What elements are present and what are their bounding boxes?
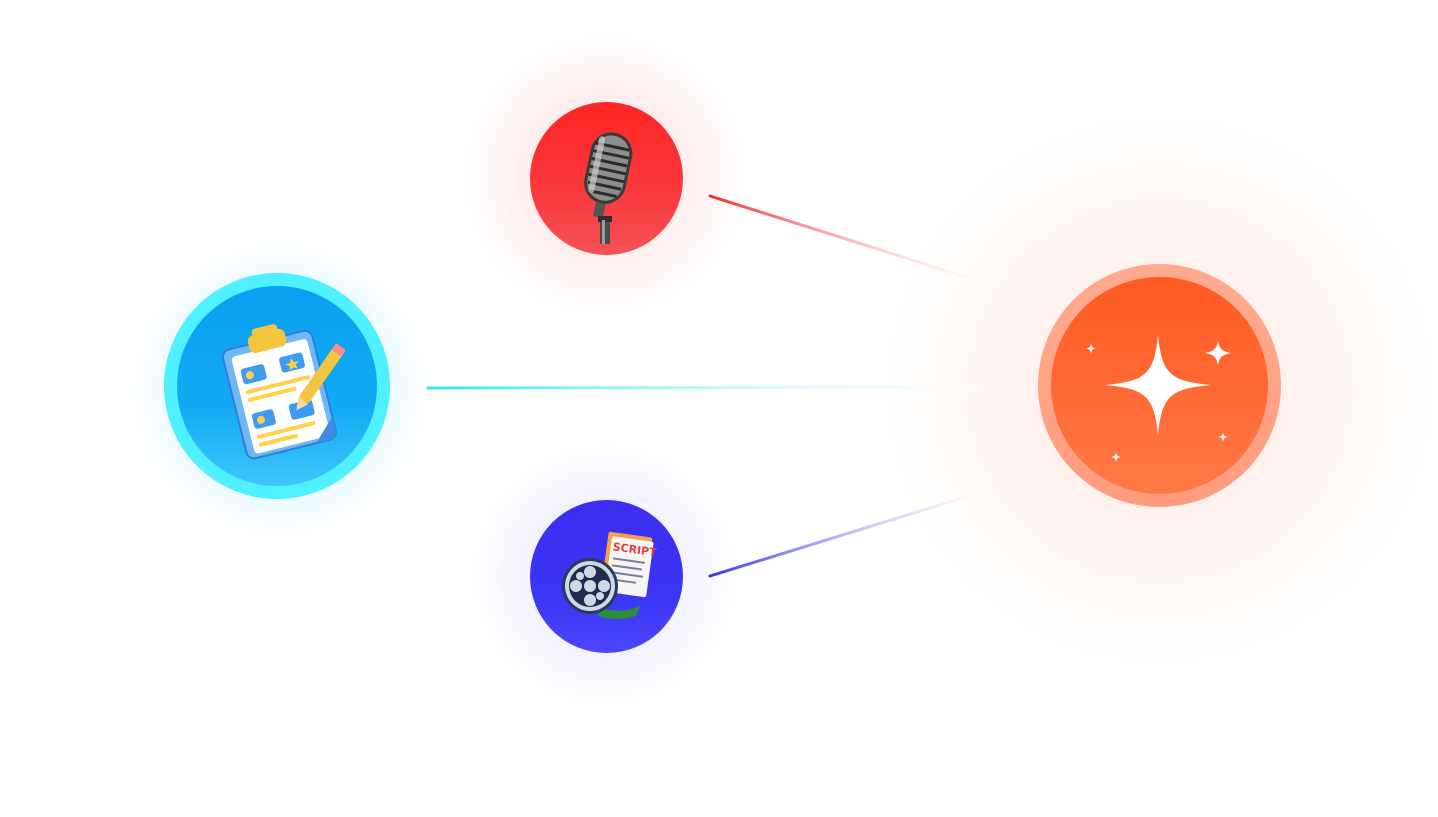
clipboard-storyboard-icon [221, 324, 346, 460]
script-node[interactable]: SCRIPT [530, 500, 683, 653]
edge-voice-to-ai [708, 194, 990, 286]
ai-node[interactable] [1038, 264, 1281, 507]
sparkle-icon [1086, 335, 1231, 462]
edge-script-to-ai [708, 488, 990, 578]
script-badge-text: SCRIPT [611, 540, 657, 559]
planner-node[interactable] [164, 273, 390, 499]
ai-node-inner [1051, 277, 1268, 494]
film-reel-script-icon: SCRIPT [561, 531, 657, 619]
microphone-icon [583, 131, 632, 244]
planner-node-inner [177, 286, 377, 486]
voice-node[interactable] [530, 102, 683, 255]
edge-planner-to-ai [426, 385, 987, 390]
